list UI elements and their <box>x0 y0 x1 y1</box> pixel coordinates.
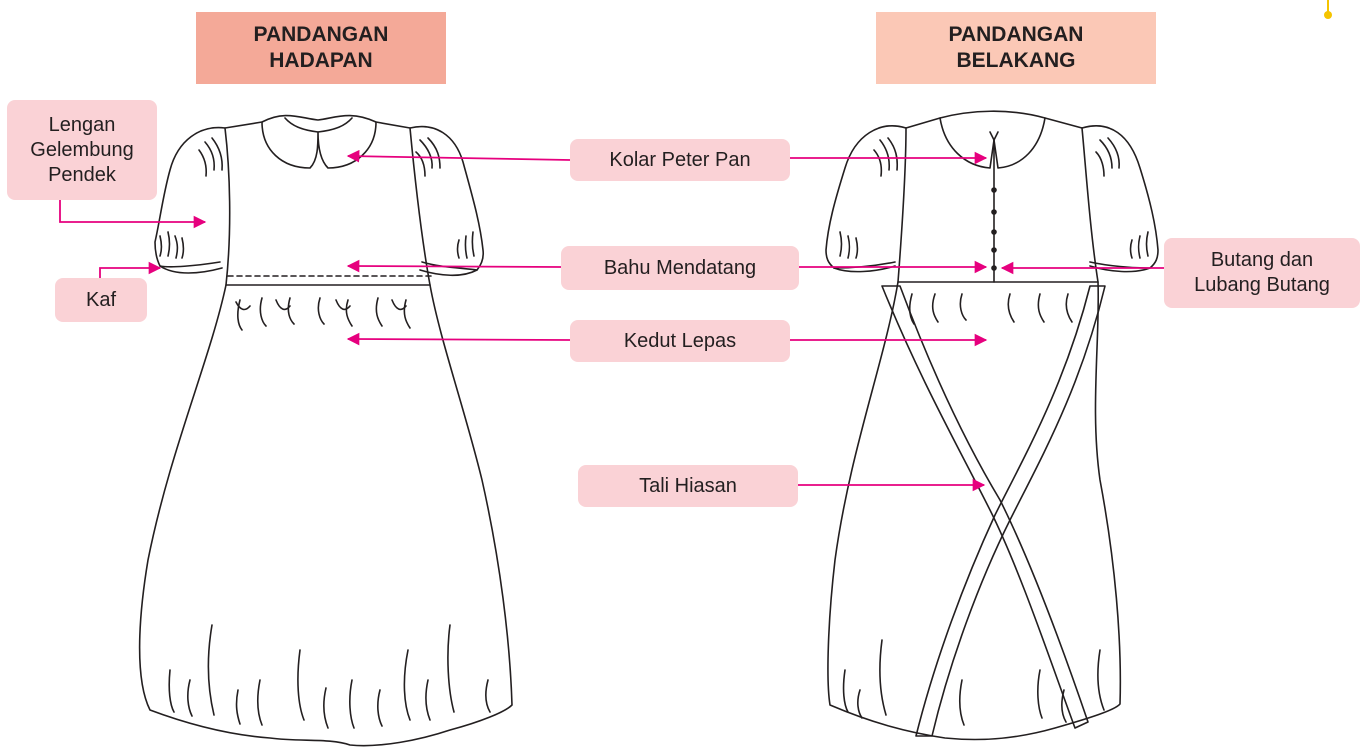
front-view-header-line2: HADAPAN <box>269 48 372 74</box>
front-dress <box>140 116 512 746</box>
front-skirt <box>140 285 512 746</box>
label-tali-hiasan: Tali Hiasan <box>578 465 798 507</box>
front-peter-pan-collar <box>262 122 376 168</box>
label-butang-line1: Butang dan <box>1211 248 1313 273</box>
corner-accent-mark <box>1318 0 1338 22</box>
back-view-header-line1: PANDANGAN <box>949 22 1084 48</box>
label-kaf-text: Kaf <box>86 288 116 313</box>
label-bahu-text: Bahu Mendatang <box>604 256 756 281</box>
front-view-header: PANDANGAN HADAPAN <box>196 12 446 84</box>
back-bodice <box>898 111 1098 282</box>
label-lengan-gelembung-pendek: Lengan Gelembung Pendek <box>7 100 157 200</box>
label-butang-line2: Lubang Butang <box>1194 273 1330 298</box>
label-butang-dan-lubang-butang: Butang dan Lubang Butang <box>1164 238 1360 308</box>
label-kaf: Kaf <box>55 278 147 322</box>
label-kedut-lepas: Kedut Lepas <box>570 320 790 362</box>
front-left-sleeve <box>155 128 225 273</box>
back-peter-pan-collar <box>940 118 1045 168</box>
front-view-header-line1: PANDANGAN <box>254 22 389 48</box>
back-view-header: PANDANGAN BELAKANG <box>876 12 1156 84</box>
back-skirt <box>828 282 1120 740</box>
back-decorative-tie <box>882 286 1088 728</box>
label-kedut-text: Kedut Lepas <box>624 329 736 354</box>
label-lengan-line3: Pendek <box>48 163 116 188</box>
label-kolar-text: Kolar Peter Pan <box>609 148 750 173</box>
label-lengan-line2: Gelembung <box>30 138 133 163</box>
back-view-header-line2: BELAKANG <box>957 48 1076 74</box>
label-tali-text: Tali Hiasan <box>639 474 737 499</box>
arrow-kedut-front <box>348 339 570 340</box>
arrow-bahu-front <box>348 266 561 267</box>
label-bahu-mendatang: Bahu Mendatang <box>561 246 799 290</box>
label-lengan-line1: Lengan <box>49 113 116 138</box>
front-right-sleeve <box>410 127 483 276</box>
front-bodice <box>225 116 430 285</box>
back-dress <box>826 111 1158 739</box>
label-kolar-peter-pan: Kolar Peter Pan <box>570 139 790 181</box>
arrow-lengan <box>60 200 205 222</box>
arrow-kolar-front <box>348 156 570 160</box>
